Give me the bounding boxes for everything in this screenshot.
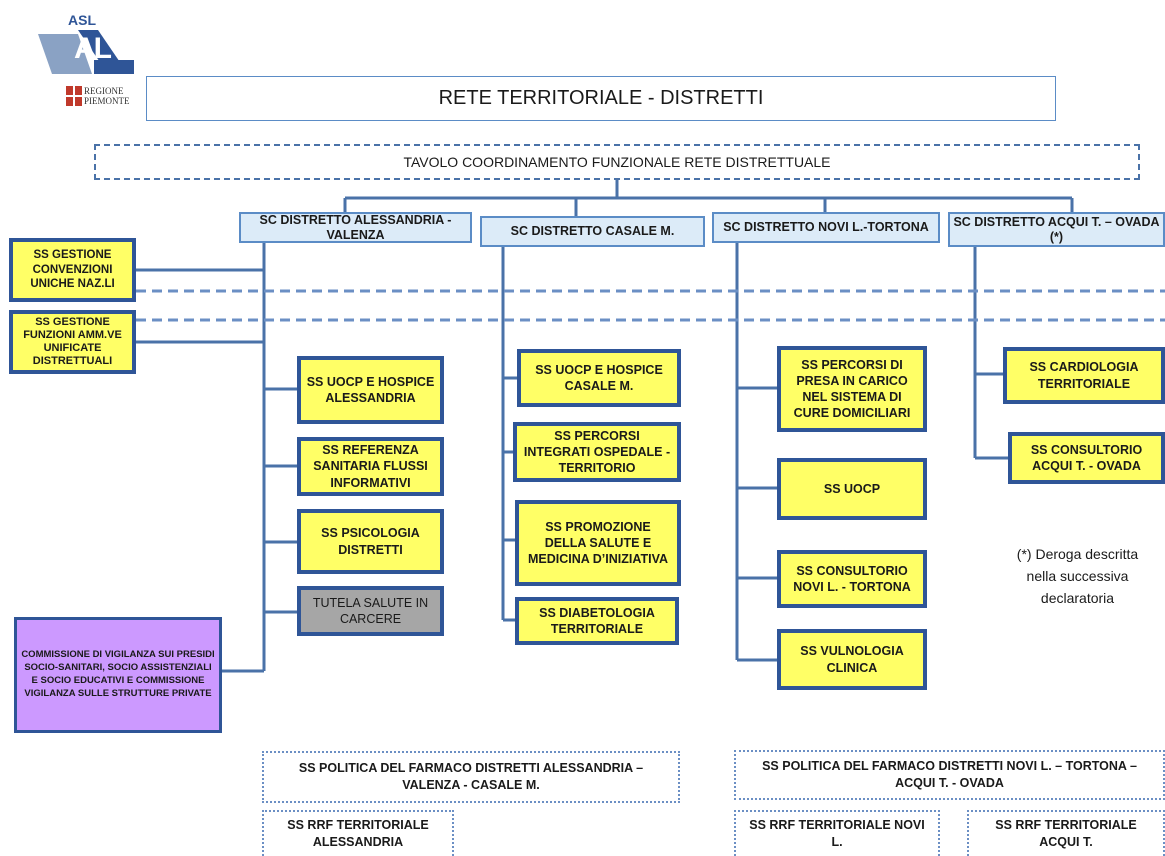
page-title: RETE TERRITORIALE - DISTRETTI: [146, 76, 1056, 121]
logo: ASL AL REGIONE PIEMONTE: [38, 12, 148, 112]
box-rrf-alessandria-label: SS RRF TERRITORIALE ALESSANDRIA: [287, 818, 429, 849]
unit-cure-domiciliari-label: SS PERCORSI DI PRESA IN CARICO NEL SISTE…: [793, 357, 911, 421]
box-farmaco-novi-acqui-label: SS POLITICA DEL FARMACO DISTRETTI NOVI L…: [762, 759, 1137, 790]
unit-tutela-salute-carcere: TUTELA SALUTE IN CARCERE: [297, 586, 444, 636]
unit-diabetologia-label: SS DIABETOLOGIA TERRITORIALE: [539, 605, 655, 636]
box-farmaco-alessandria-casale: SS POLITICA DEL FARMACO DISTRETTI ALESSA…: [262, 751, 680, 803]
box-farmaco-novi-acqui: SS POLITICA DEL FARMACO DISTRETTI NOVI L…: [734, 750, 1165, 800]
box-rrf-acqui: SS RRF TERRITORIALE ACQUI T.: [967, 810, 1165, 856]
box-commissione-vigilanza: COMMISSIONE DI VIGILANZA SUI PRESIDI SOC…: [14, 617, 222, 733]
district-alessandria: SC DISTRETTO ALESSANDRIA - VALENZA: [239, 212, 472, 243]
unit-psicologia-distretti: SS PSICOLOGIA DISTRETTI: [297, 509, 444, 574]
box-gestione-funzioni: SS GESTIONE FUNZIONI AMM.VE UNIFICATE DI…: [9, 310, 136, 374]
logo-asl-text: ASL: [68, 12, 96, 28]
unit-cardiologia: SS CARDIOLOGIA TERRITORIALE: [1003, 347, 1165, 404]
deroga-note-line3: declaratoria: [1040, 590, 1115, 606]
box-gestione-convenzioni: SS GESTIONE CONVENZIONI UNICHE NAZ.LI: [9, 238, 136, 302]
box-gestione-convenzioni-label: SS GESTIONE CONVENZIONI UNICHE NAZ.LI: [30, 248, 115, 291]
regione-line1: REGIONE: [84, 86, 124, 96]
deroga-note-line2: nella successiva: [1026, 568, 1129, 584]
box-gestione-funzioni-label: SS GESTIONE FUNZIONI AMM.VE UNIFICATE DI…: [23, 315, 122, 368]
page-title-text: RETE TERRITORIALE - DISTRETTI: [438, 87, 764, 109]
unit-percorsi-integrati: SS PERCORSI INTEGRATI OSPEDALE - TERRITO…: [513, 422, 681, 482]
box-commissione-vigilanza-label: COMMISSIONE DI VIGILANZA SUI PRESIDI SOC…: [21, 649, 215, 699]
unit-uocp-hospice-casale-label: SS UOCP E HOSPICE CASALE M.: [535, 362, 663, 393]
unit-consultorio-acqui-label: SS CONSULTORIO ACQUI T. - OVADA: [1030, 442, 1143, 473]
regione-flag-icon: [66, 86, 82, 106]
unit-promozione-salute-label: SS PROMOZIONE DELLA SALUTE E MEDICINA D’…: [527, 519, 669, 567]
unit-percorsi-integrati-label: SS PERCORSI INTEGRATI OSPEDALE - TERRITO…: [523, 428, 671, 476]
unit-psicologia-distretti-label: SS PSICOLOGIA DISTRETTI: [321, 526, 420, 557]
box-rrf-novi: SS RRF TERRITORIALE NOVI L.: [734, 810, 940, 856]
logo-mark-icon: [38, 30, 134, 74]
district-alessandria-label: SC DISTRETTO ALESSANDRIA - VALENZA: [259, 213, 452, 242]
unit-vulnologia: SS VULNOLOGIA CLINICA: [777, 629, 927, 690]
regione-line2: PIEMONTE: [84, 96, 130, 106]
deroga-note-line1: (*) Deroga descritta: [1016, 546, 1139, 562]
box-rrf-acqui-label: SS RRF TERRITORIALE ACQUI T.: [995, 818, 1137, 849]
unit-cardiologia-label: SS CARDIOLOGIA TERRITORIALE: [1029, 360, 1139, 391]
unit-consultorio-novi: SS CONSULTORIO NOVI L. - TORTONA: [777, 550, 927, 608]
district-novi: SC DISTRETTO NOVI L.-TORTONA: [712, 212, 940, 243]
unit-uocp-hospice-casale: SS UOCP E HOSPICE CASALE M.: [517, 349, 681, 407]
unit-vulnologia-label: SS VULNOLOGIA CLINICA: [800, 644, 904, 675]
unit-consultorio-novi-label: SS CONSULTORIO NOVI L. - TORTONA: [793, 563, 911, 594]
coordination-label: TAVOLO COORDINAMENTO FUNZIONALE RETE DIS…: [403, 154, 831, 170]
unit-referenza-sanitaria: SS REFERENZA SANITARIA FLUSSI INFORMATIV…: [297, 437, 444, 496]
district-novi-label: SC DISTRETTO NOVI L.-TORTONA: [723, 220, 929, 235]
box-rrf-alessandria: SS RRF TERRITORIALE ALESSANDRIA: [262, 810, 454, 856]
district-acqui: SC DISTRETTO ACQUI T. – OVADA (*): [948, 212, 1165, 247]
unit-uocp-novi-label: SS UOCP: [823, 481, 881, 496]
box-farmaco-alessandria-casale-label: SS POLITICA DEL FARMACO DISTRETTI ALESSA…: [298, 761, 644, 792]
unit-referenza-sanitaria-label: SS REFERENZA SANITARIA FLUSSI INFORMATIV…: [313, 443, 428, 490]
unit-uocp-novi: SS UOCP: [777, 458, 927, 520]
regione-text: REGIONE PIEMONTE: [84, 86, 130, 106]
unit-uocp-hospice-alessandria-label: SS UOCP E HOSPICE ALESSANDRIA: [306, 374, 435, 405]
unit-promozione-salute: SS PROMOZIONE DELLA SALUTE E MEDICINA D’…: [515, 500, 681, 586]
box-rrf-novi-label: SS RRF TERRITORIALE NOVI L.: [749, 818, 925, 849]
deroga-note: (*) Deroga descritta nella successiva de…: [990, 543, 1165, 609]
district-acqui-label: SC DISTRETTO ACQUI T. – OVADA (*): [953, 215, 1160, 244]
logo-al-text: AL: [74, 32, 112, 65]
district-casale: SC DISTRETTO CASALE M.: [480, 216, 705, 247]
unit-consultorio-acqui: SS CONSULTORIO ACQUI T. - OVADA: [1008, 432, 1165, 484]
district-casale-label: SC DISTRETTO CASALE M.: [510, 224, 675, 239]
unit-uocp-hospice-alessandria: SS UOCP E HOSPICE ALESSANDRIA: [297, 356, 444, 424]
unit-tutela-salute-carcere-label: TUTELA SALUTE IN CARCERE: [312, 595, 429, 626]
unit-diabetologia: SS DIABETOLOGIA TERRITORIALE: [515, 597, 679, 645]
coordination-box: TAVOLO COORDINAMENTO FUNZIONALE RETE DIS…: [94, 144, 1140, 180]
unit-cure-domiciliari: SS PERCORSI DI PRESA IN CARICO NEL SISTE…: [777, 346, 927, 432]
